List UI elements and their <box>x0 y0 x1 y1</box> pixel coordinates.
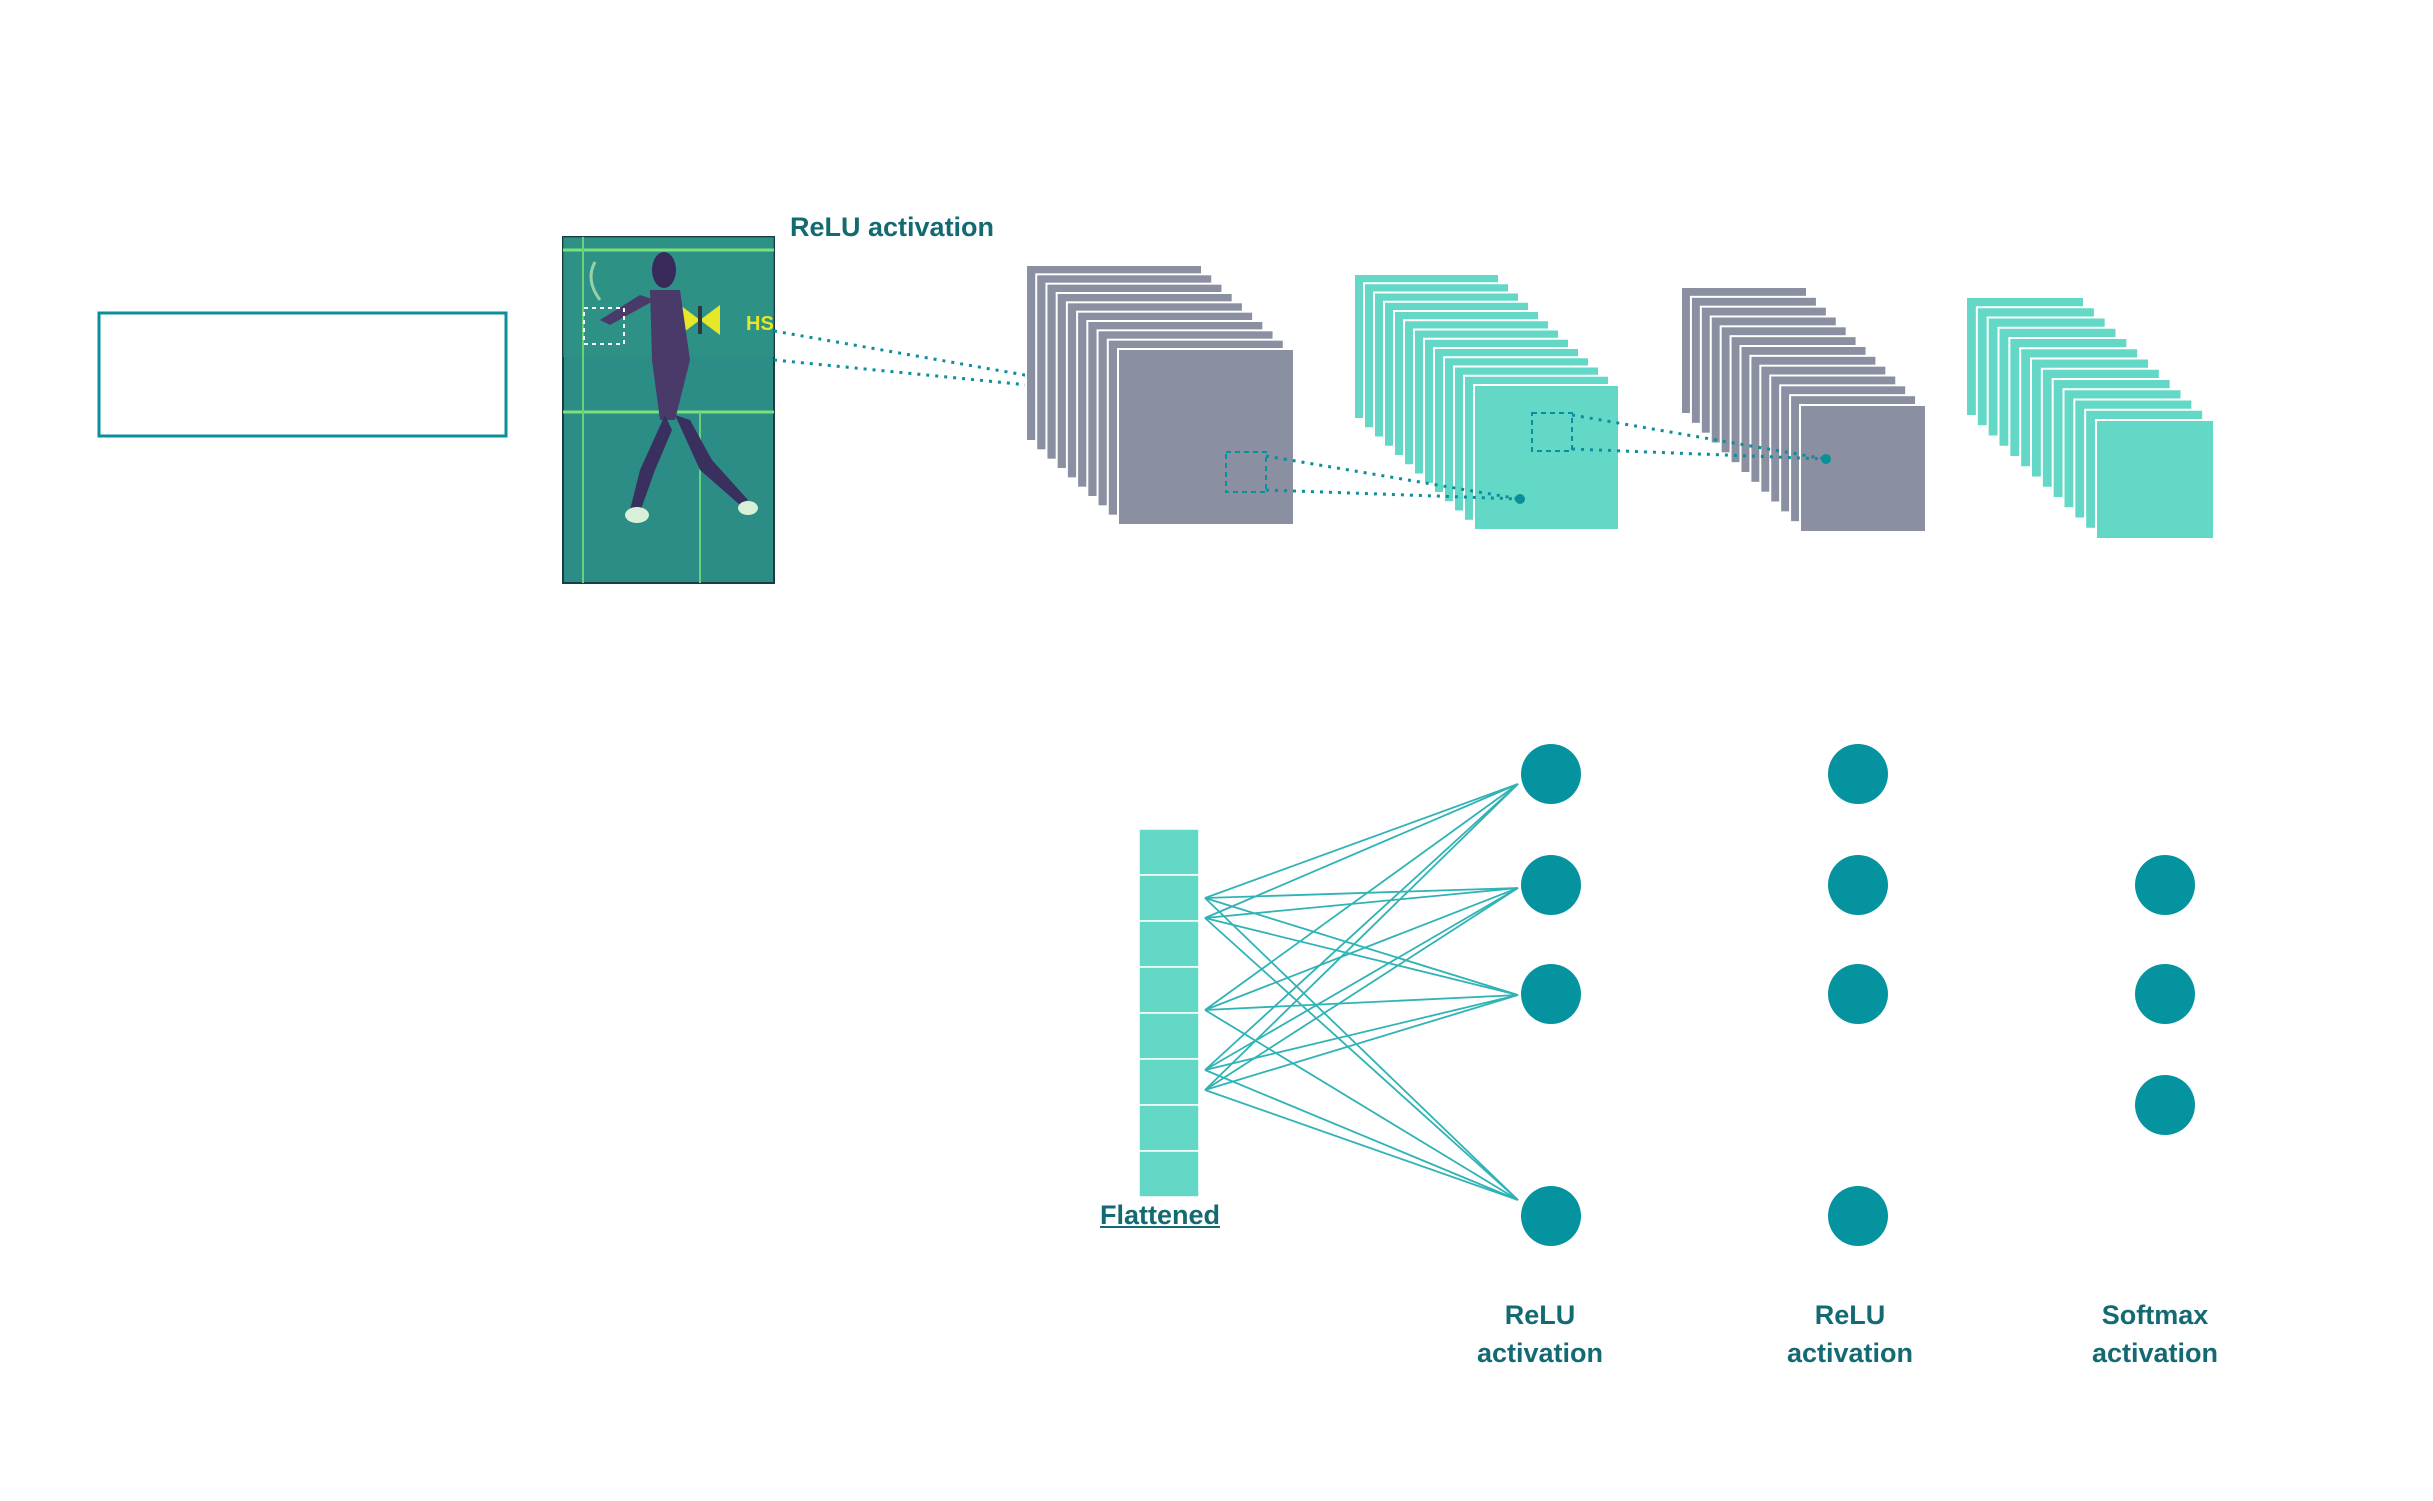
neuron-layer2-3 <box>1828 964 1888 1024</box>
flattened-cell <box>1138 966 1200 1014</box>
connection-line <box>1204 917 1519 1201</box>
feature-map <box>1473 384 1620 531</box>
stack2-receptive-box <box>1531 412 1573 452</box>
neuron-layer1-4 <box>1521 1186 1581 1246</box>
stack-3 <box>1680 286 1927 533</box>
neuron-layer3-2 <box>2135 964 2195 1024</box>
connection-line <box>1204 1009 1519 1201</box>
neuron-layer2-2 <box>1828 855 1888 915</box>
flattened-cell <box>1138 1012 1200 1060</box>
connection-line <box>1204 1089 1519 1201</box>
stack-2 <box>1353 273 1620 531</box>
dense-neurons <box>1521 744 2195 1246</box>
connection-line <box>1204 994 1519 1091</box>
feature-map-stacks <box>1025 264 2215 540</box>
feature-map <box>1117 348 1295 526</box>
dense-layer-1-label-line1: ReLU <box>1504 1300 1576 1330</box>
connection-line <box>1204 783 1519 919</box>
flattened-vector <box>1138 828 1200 1198</box>
neuron-layer3-3 <box>2135 1075 2195 1135</box>
connection-line <box>1204 887 1519 919</box>
flattened-cell <box>1138 1058 1200 1106</box>
connection-line <box>1204 897 1519 996</box>
connection-line <box>1204 887 1519 1091</box>
connection-line <box>1204 783 1519 899</box>
connection-line <box>1204 783 1519 1071</box>
receptive-field-box <box>583 307 625 345</box>
input-image: HS <box>562 236 775 584</box>
feature-map <box>1799 404 1927 533</box>
dense-layer-2-label-line2: activation <box>1786 1338 1914 1368</box>
neuron-layer1-3 <box>1521 964 1581 1024</box>
flattened-cell <box>1138 920 1200 968</box>
conv-activation-label: ReLU activation <box>790 212 995 242</box>
connection-line <box>1204 994 1519 1071</box>
neuron-layer2-4 <box>1828 1186 1888 1246</box>
svg-text:HS: HS <box>746 313 774 335</box>
stack-4 <box>1965 296 2215 540</box>
neuron-layer3-1 <box>2135 855 2195 915</box>
dense-layer-2-label-line1: ReLU <box>1814 1300 1886 1330</box>
flattened-cell <box>1138 1150 1200 1198</box>
feature-map <box>2095 419 2215 540</box>
dense-layer-2-label: ReLU activation <box>1730 1296 1970 1372</box>
dense-layer-3-label: Softmax activation <box>2035 1296 2275 1372</box>
connection-line <box>1204 917 1519 996</box>
neuron-layer1-2 <box>1521 855 1581 915</box>
dense-layer-3-label-line1: Softmax <box>2101 1300 2209 1330</box>
dense-layer-3-label-line2: activation <box>2091 1338 2219 1368</box>
connection-line <box>1204 994 1519 1011</box>
dense-layer-1-label-line2: activation <box>1476 1338 1604 1368</box>
dense-connections <box>1204 783 1519 1201</box>
connection-line <box>1204 1069 1519 1201</box>
neuron-layer1-1 <box>1521 744 1581 804</box>
stack-1 <box>1025 264 1295 526</box>
flattened-cell <box>1138 874 1200 922</box>
connection-line <box>1204 897 1519 1201</box>
stack1-receptive-box <box>1225 451 1267 493</box>
connection-line <box>1204 783 1519 1011</box>
flattened-label: Flattened <box>1099 1200 1220 1230</box>
neuron-layer2-1 <box>1828 744 1888 804</box>
connection-line <box>1204 783 1519 1091</box>
flattened-cell <box>1138 1104 1200 1152</box>
empty-input-box <box>97 311 508 438</box>
flattened-cell <box>1138 828 1200 876</box>
connection-line <box>1204 887 1519 1011</box>
dense-layer-1-label: ReLU activation <box>1420 1296 1660 1372</box>
